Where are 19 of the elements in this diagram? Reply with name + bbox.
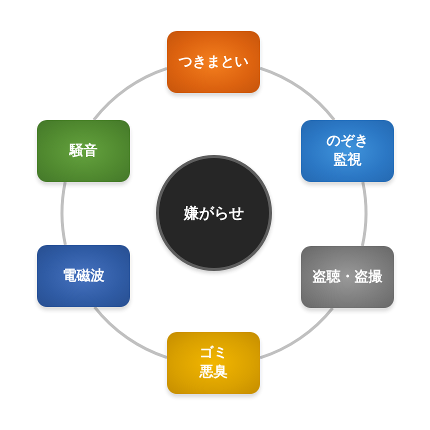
category-box [37, 245, 130, 307]
ring-arc [93, 306, 168, 359]
box-label: 電磁波 [62, 266, 104, 286]
ring-arc [260, 66, 336, 121]
category-box [301, 246, 394, 308]
box-label: つきまとい [178, 52, 248, 72]
ring-arc [60, 182, 67, 246]
box-label: のぞき監視 [326, 132, 370, 170]
category-box [37, 120, 130, 182]
box-label: 盗聴・盗撮 [312, 268, 382, 286]
box-label: ゴミ悪臭 [198, 344, 228, 382]
ring-arc [360, 182, 368, 246]
category-box [301, 120, 394, 182]
box-label: 騒音 [70, 142, 98, 160]
ring-arc [92, 67, 168, 121]
ring-arc [260, 307, 334, 360]
category-box [167, 31, 260, 93]
center-label: 嫌がらせ [184, 204, 244, 222]
category-box [167, 332, 260, 394]
